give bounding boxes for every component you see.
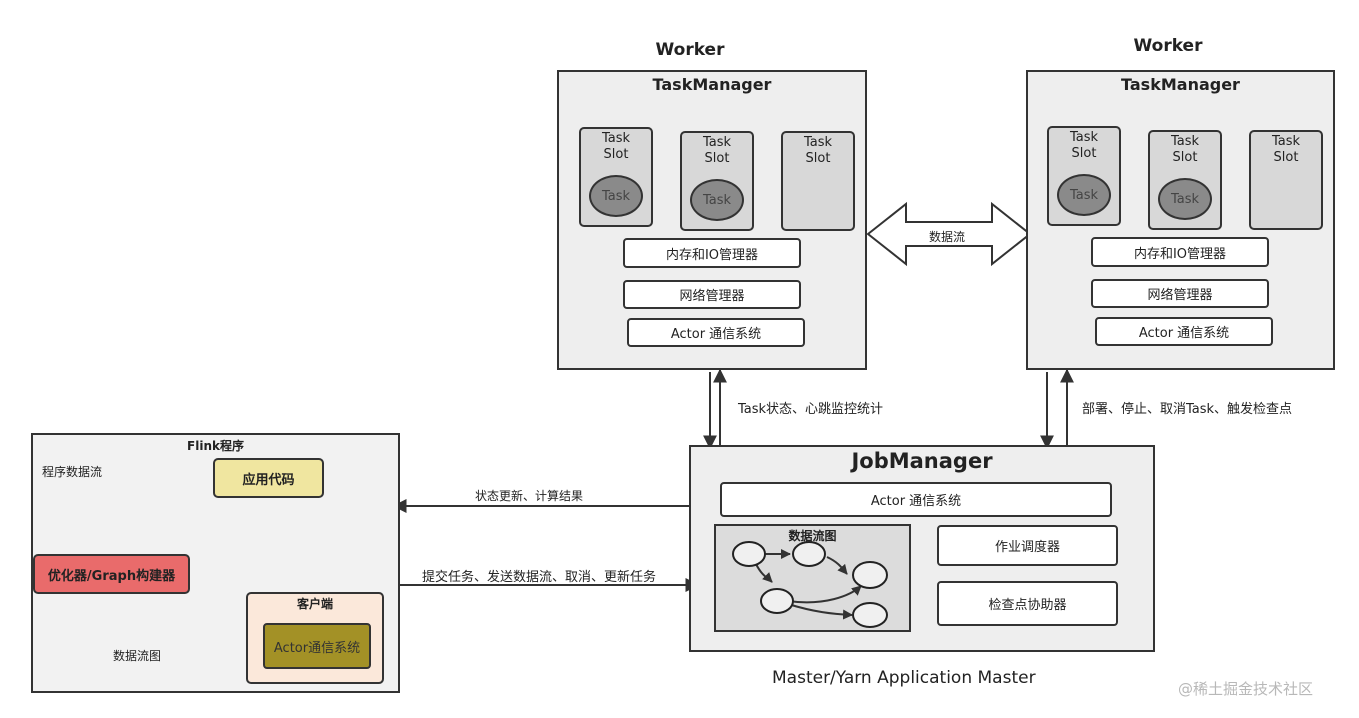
- worker-label: Worker: [655, 40, 725, 60]
- jobmanager: JobManager Actor 通信系统 数据流图 作业调度器 检查点协助器: [689, 445, 1155, 652]
- app-code-box: 应用代码: [213, 458, 324, 498]
- actor-system: Actor 通信系统: [627, 318, 805, 347]
- taskmanager-title: TaskManager: [1121, 75, 1240, 94]
- slot-label: Task: [601, 131, 631, 146]
- submit-label: 提交任务、发送数据流、取消、更新任务: [422, 570, 657, 585]
- graph-node: [760, 588, 794, 614]
- task-node: Task: [1057, 174, 1111, 216]
- worker-label: Worker: [1133, 36, 1203, 56]
- job-scheduler: 作业调度器: [937, 525, 1118, 566]
- actor-system: Actor 通信系统: [1095, 317, 1273, 346]
- slot-label: Task: [702, 135, 732, 150]
- slot-label: Task: [803, 135, 833, 150]
- graph-node: [732, 541, 766, 567]
- program-dataflow-label: 程序数据流: [42, 465, 103, 479]
- taskmanager-title: TaskManager: [652, 75, 772, 94]
- status-update-label: 状态更新、计算结果: [475, 489, 584, 503]
- watermark: @稀土掘金技术社区: [1178, 680, 1314, 698]
- jobmanager-caption: Master/Yarn Application Master: [772, 668, 1036, 688]
- client-title: 客户端: [296, 597, 333, 611]
- slot-label: Slot: [603, 147, 629, 162]
- graph-node: [852, 561, 888, 589]
- jobmanager-title: JobManager: [851, 449, 993, 473]
- memory-io-manager: 内存和IO管理器: [1091, 237, 1269, 267]
- task-node: Task: [690, 179, 744, 221]
- flink-program-title: Flink程序: [187, 439, 244, 453]
- client-box: 客户端 Actor通信系统: [246, 592, 384, 684]
- slot-label: Slot: [1273, 150, 1299, 165]
- jm-actor-system: Actor 通信系统: [720, 482, 1112, 517]
- graph-node: [792, 541, 826, 567]
- slot-label: Task: [1271, 134, 1301, 149]
- memory-io-manager: 内存和IO管理器: [623, 238, 801, 268]
- network-manager: 网络管理器: [623, 280, 801, 309]
- dataflow-graph-label: 数据流图: [113, 649, 162, 663]
- slot-label: Slot: [1172, 150, 1198, 165]
- dataflow-label: 数据流: [929, 230, 966, 244]
- deploy-label: 部署、停止、取消Task、触发检查点: [1082, 402, 1293, 417]
- task-node: Task: [1158, 178, 1212, 220]
- graph-node: [852, 602, 888, 628]
- client-actor-system: Actor通信系统: [263, 623, 371, 669]
- task-status-label: Task状态、心跳监控统计: [738, 402, 884, 417]
- slot-label: Slot: [805, 151, 831, 166]
- dataflow-graph-label: 数据流图: [788, 529, 837, 543]
- task-node: Task: [589, 175, 643, 217]
- optimizer-box: 优化器/Graph构建器: [33, 554, 190, 594]
- slot-label: Task: [1069, 130, 1099, 145]
- dataflow-graph: 数据流图: [714, 524, 911, 632]
- dataflow-graph-drawing: [732, 541, 888, 628]
- slot-label: Slot: [1071, 146, 1097, 161]
- slot-label: Slot: [704, 151, 730, 166]
- slot-label: Task: [1170, 134, 1200, 149]
- checkpoint-coordinator: 检查点协助器: [937, 581, 1118, 626]
- network-manager: 网络管理器: [1091, 279, 1269, 308]
